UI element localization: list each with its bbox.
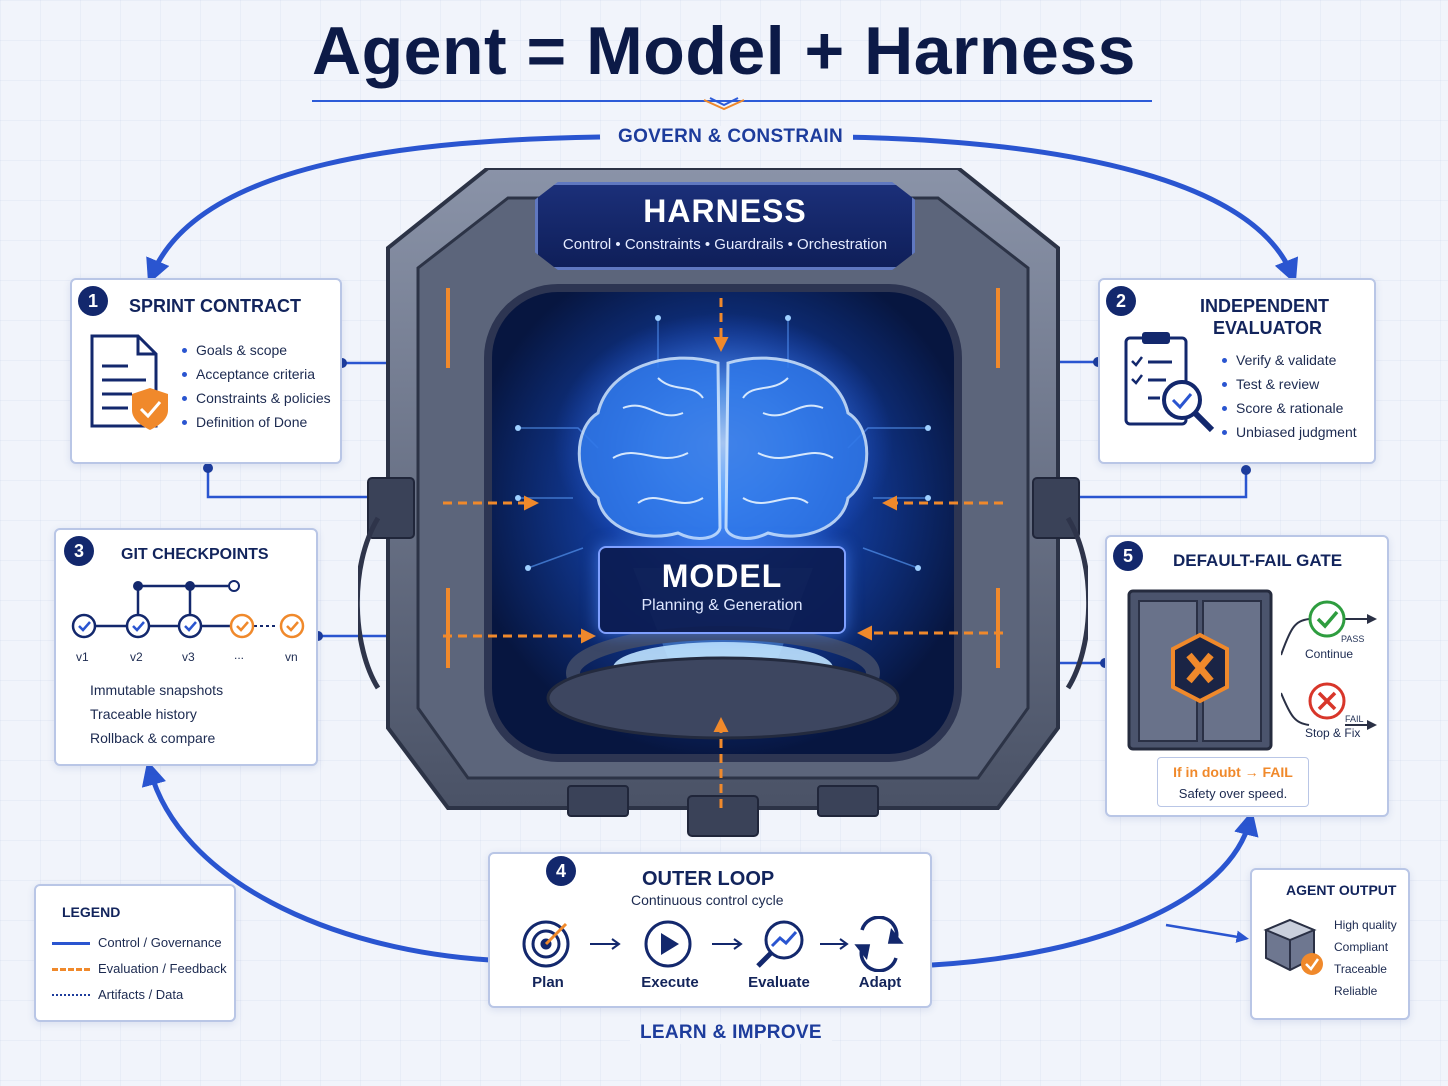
gate-outcomes (1281, 600, 1377, 730)
list-item: High quality (1334, 918, 1397, 932)
card-title: AGENT OUTPUT (1286, 882, 1397, 898)
output-cube-icon (1263, 918, 1323, 975)
bottom-right-arc (931, 810, 1259, 968)
harness-machine-illustration (358, 168, 1088, 837)
list-item: Goals & scope (182, 338, 331, 362)
list-item: Traceable (1334, 962, 1387, 976)
step-label-plan: Plan (532, 974, 564, 991)
list-item: Score & rationale (1222, 396, 1357, 420)
evaluator-list: Verify & validate Test & review Score & … (1222, 348, 1357, 444)
target-icon (522, 920, 570, 968)
harness-subtitle: Control • Constraints • Guardrails • Orc… (562, 236, 888, 253)
gate-door-icon (1127, 589, 1273, 751)
version-label: ... (234, 648, 245, 662)
legend-label: Artifacts / Data (98, 987, 184, 1002)
legend-label: Evaluation / Feedback (98, 961, 227, 976)
contract-list: Goals & scope Acceptance criteria Constr… (182, 338, 331, 434)
play-icon (644, 920, 692, 968)
card-title-line2: EVALUATOR (1213, 318, 1323, 338)
model-subtitle: Planning & Generation (641, 597, 803, 614)
commit-check-icon (71, 613, 305, 639)
title-chevron-icon (703, 97, 745, 111)
list-item: Traceable history (90, 706, 197, 722)
step-label-adapt: Adapt (858, 974, 902, 991)
legend-swatch-dashed (52, 968, 90, 971)
chart-magnifier-icon (756, 920, 804, 968)
loop-label-govern: GOVERN & CONSTRAIN (608, 126, 853, 148)
version-label: vn (285, 650, 298, 664)
pass-check-icon (1308, 600, 1346, 638)
legend-label: Control / Governance (98, 935, 222, 950)
list-item: Acceptance criteria (182, 362, 331, 386)
git-checkpoints-card: 3 GIT CHECKPOINTS v1 v2 v3 ... vn Immuta… (54, 528, 318, 766)
output-list: High quality Compliant Traceable Reliabl… (1334, 914, 1397, 1002)
list-item: Constraints & policies (182, 386, 331, 410)
fail-label: Stop & Fix (1305, 726, 1361, 740)
agent-output-card: AGENT OUTPUT High quality Compliant Trac… (1250, 868, 1410, 1020)
git-list: Immutable snapshots Traceable history Ro… (90, 678, 223, 750)
gate-rule-box: If in doubt → FAIL Safety over speed. (1157, 757, 1309, 807)
step-badge: 4 (546, 856, 576, 886)
model-label-plate: MODEL Planning & Generation (598, 546, 846, 634)
model-title: MODEL (661, 558, 783, 594)
card-title: GIT CHECKPOINTS (121, 546, 269, 563)
step-badge: 5 (1113, 541, 1143, 571)
version-label: v3 (182, 650, 195, 664)
gate-note: Safety over speed. (1178, 786, 1288, 801)
version-label: v2 (130, 650, 143, 664)
card-title: OUTER LOOP (642, 868, 775, 890)
harness-label-plate: HARNESS Control • Constraints • Guardrai… (535, 182, 915, 270)
top-left-arc (146, 134, 601, 285)
pass-label: Continue (1305, 647, 1354, 661)
list-item: Reliable (1334, 984, 1378, 998)
version-label: v1 (76, 650, 89, 664)
step-label-evaluate: Evaluate (748, 974, 810, 991)
outer-loop-steps (522, 916, 904, 972)
top-right-arc (839, 134, 1299, 285)
list-item: Unbiased judgment (1222, 420, 1357, 444)
step-badge: 3 (64, 536, 94, 566)
legend-swatch-solid (52, 942, 90, 945)
list-item: Compliant (1334, 940, 1389, 954)
sprint-contract-card: 1 SPRINT CONTRACT Goals & scope Acceptan… (70, 278, 342, 464)
step-label-execute: Execute (641, 974, 699, 991)
fail-tag: FAIL (1345, 714, 1364, 724)
page-title: Agent = Model + Harness (312, 13, 1136, 89)
list-item: Rollback & compare (90, 730, 216, 746)
bottom-left-arc (141, 760, 491, 963)
step-badge: 2 (1106, 286, 1136, 316)
list-item: Definition of Done (182, 410, 331, 434)
card-title: DEFAULT-FAIL GATE (1173, 551, 1343, 570)
harness-title: HARNESS (643, 193, 807, 229)
legend-title: LEGEND (62, 904, 121, 920)
card-title: SPRINT CONTRACT (129, 296, 301, 316)
outer-loop-card: 4 OUTER LOOP Continuous control cycle Pl (488, 852, 932, 1008)
loop-label-learn: LEARN & IMPROVE (630, 1022, 832, 1044)
list-item: Verify & validate (1222, 348, 1357, 372)
commit-graph (71, 580, 305, 639)
list-item: Test & review (1222, 372, 1357, 396)
contract-document-icon (90, 334, 168, 430)
card-title-line1: INDEPENDENT (1200, 296, 1330, 316)
pass-tag: PASS (1341, 634, 1365, 644)
outer-loop-subtitle: Continuous control cycle (631, 892, 784, 908)
refresh-cycle-icon (854, 916, 904, 972)
evaluator-card: 2 INDEPENDENT EVALUATOR Verify & validat… (1098, 278, 1376, 464)
list-item: Immutable snapshots (90, 682, 224, 698)
fail-cross-icon (1308, 682, 1346, 720)
legend-swatch-dotted (52, 994, 90, 996)
legend-card: LEGEND Control / Governance Evaluation /… (34, 884, 236, 1022)
gate-rule: If in doubt → FAIL (1173, 764, 1293, 780)
connector-contract (206, 468, 380, 499)
default-fail-gate-card: 5 DEFAULT-FAIL GATE PASS Continue FAIL S… (1105, 535, 1389, 817)
clipboard-magnifier-icon (1124, 332, 1215, 433)
step-badge: 1 (78, 286, 108, 316)
